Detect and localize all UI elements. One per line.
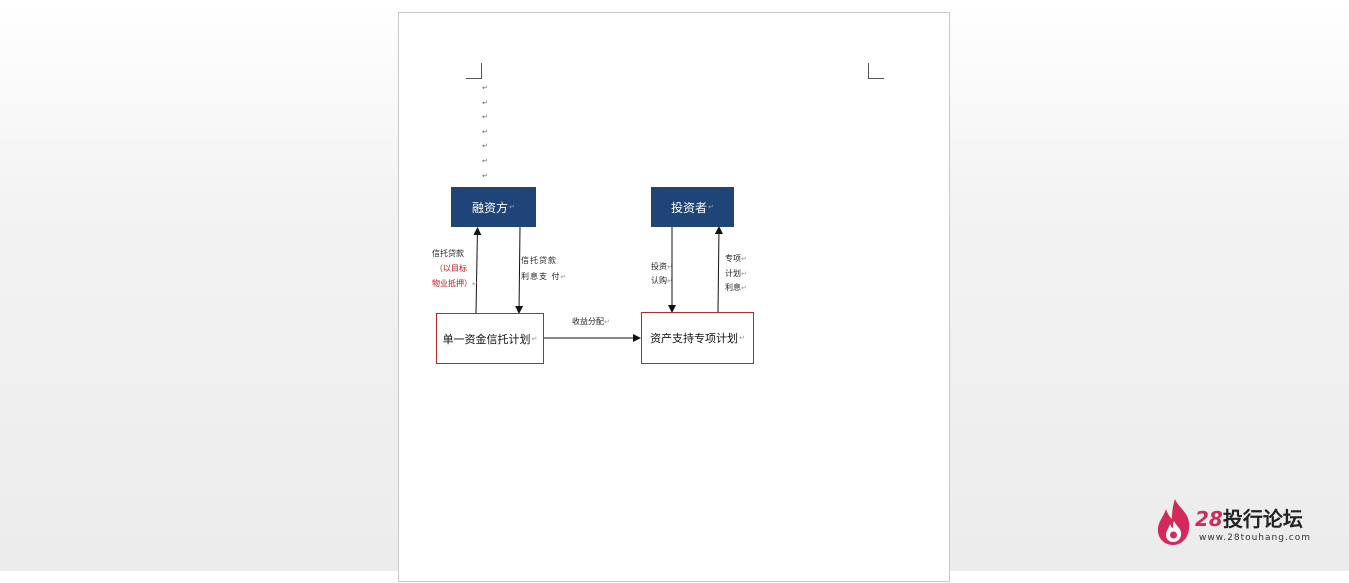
- financer-box: 融资方↵: [451, 187, 536, 227]
- watermark-name: 投行论坛: [1222, 507, 1303, 531]
- flow-arrows: [473, 226, 723, 342]
- trust-loan-label: 信托贷款: [432, 246, 464, 261]
- investor-box: 投资者↵: [651, 187, 734, 227]
- paragraph-mark: ↵: [739, 334, 745, 342]
- special-label: 专项↵: [725, 251, 747, 267]
- margin-corner-mark: [466, 63, 482, 79]
- flame-logo-icon: [1157, 499, 1190, 545]
- trust-loan-text: 信托贷款: [432, 249, 464, 258]
- paragraph-mark: ↵: [741, 284, 747, 292]
- invest-text: 投资: [651, 262, 667, 271]
- abs-plan-box: 资产支持专项计划↵: [641, 312, 754, 364]
- empty-paragraph-marks: ↵ ↵ ↵ ↵ ↵ ↵ ↵: [482, 81, 490, 183]
- watermark-brand: 28投行论坛: [1195, 507, 1303, 531]
- paragraph-mark: ↵: [482, 156, 488, 165]
- plan-label: 计划↵: [725, 266, 747, 282]
- plan-text: 计划: [725, 269, 741, 278]
- investor-label: 投资者: [671, 200, 708, 215]
- paragraph-mark: ↵: [531, 334, 538, 343]
- paragraph-mark: ↵: [708, 203, 714, 211]
- collateral-text-2: 物业抵押）: [432, 279, 472, 288]
- margin-corner-mark: [868, 63, 884, 79]
- special-text: 专项: [725, 254, 741, 263]
- paragraph-mark: ↵: [482, 142, 488, 151]
- collateral-label-line1: （以目标: [435, 261, 467, 276]
- interest-label: 利息↵: [725, 280, 747, 296]
- paragraph-mark: ↵: [509, 203, 515, 211]
- loan-repay-label-line1: 信托贷款: [521, 253, 557, 268]
- arrow-abs-to-investor: [714, 226, 723, 313]
- paragraph-mark: ↵: [482, 84, 488, 92]
- paragraph-mark: ↵: [741, 255, 747, 263]
- trust-plan-label: 单一资金信托计划: [442, 332, 531, 346]
- paragraph-mark: ↵: [667, 263, 673, 271]
- watermark-url: www.28touhang.com: [1199, 533, 1312, 543]
- arrow-trust-to-financer: [473, 227, 482, 314]
- paragraph-mark: ↵: [482, 127, 488, 136]
- interest-text: 利息: [725, 283, 741, 292]
- subscribe-text: 认购: [651, 276, 667, 285]
- paragraph-mark: ↵: [560, 273, 568, 281]
- income-distribution-text: 收益分配: [572, 317, 604, 326]
- trust-plan-box: 单一资金信托计划↵: [436, 313, 544, 364]
- subscribe-label: 认购↵: [651, 273, 673, 289]
- paragraph-mark: ↵: [472, 280, 478, 288]
- paragraph-mark: ↵: [604, 318, 610, 326]
- invest-label: 投资↵: [651, 259, 673, 275]
- watermark-number: 28: [1195, 507, 1223, 531]
- paragraph-mark: ↵: [667, 277, 673, 285]
- arrow-financer-to-trust: [515, 226, 524, 314]
- loan-repay-text-1: 信托贷款: [521, 256, 557, 265]
- loan-repay-label-line2: 利息支 付↵: [521, 269, 567, 285]
- paragraph-mark: ↵: [482, 171, 488, 180]
- abs-plan-label: 资产支持专项计划: [650, 332, 739, 345]
- collateral-text-1: （以目标: [435, 264, 467, 273]
- paragraph-mark: ↵: [482, 113, 488, 122]
- income-distribution-label: 收益分配↵: [572, 314, 610, 330]
- financer-label: 融资方: [472, 200, 509, 215]
- document-page: ↵ ↵ ↵ ↵ ↵ ↵ ↵ 融资方↵ 投资者↵ 单一资金信托计划↵ 资产支持专项…: [398, 12, 950, 582]
- paragraph-mark: ↵: [741, 270, 747, 278]
- forum-watermark: 28投行论坛 www.28touhang.com: [1155, 497, 1335, 547]
- collateral-label-line2: 物业抵押）↵: [432, 276, 478, 292]
- paragraph-mark: ↵: [482, 98, 488, 107]
- loan-repay-text-2: 利息支 付: [521, 272, 561, 281]
